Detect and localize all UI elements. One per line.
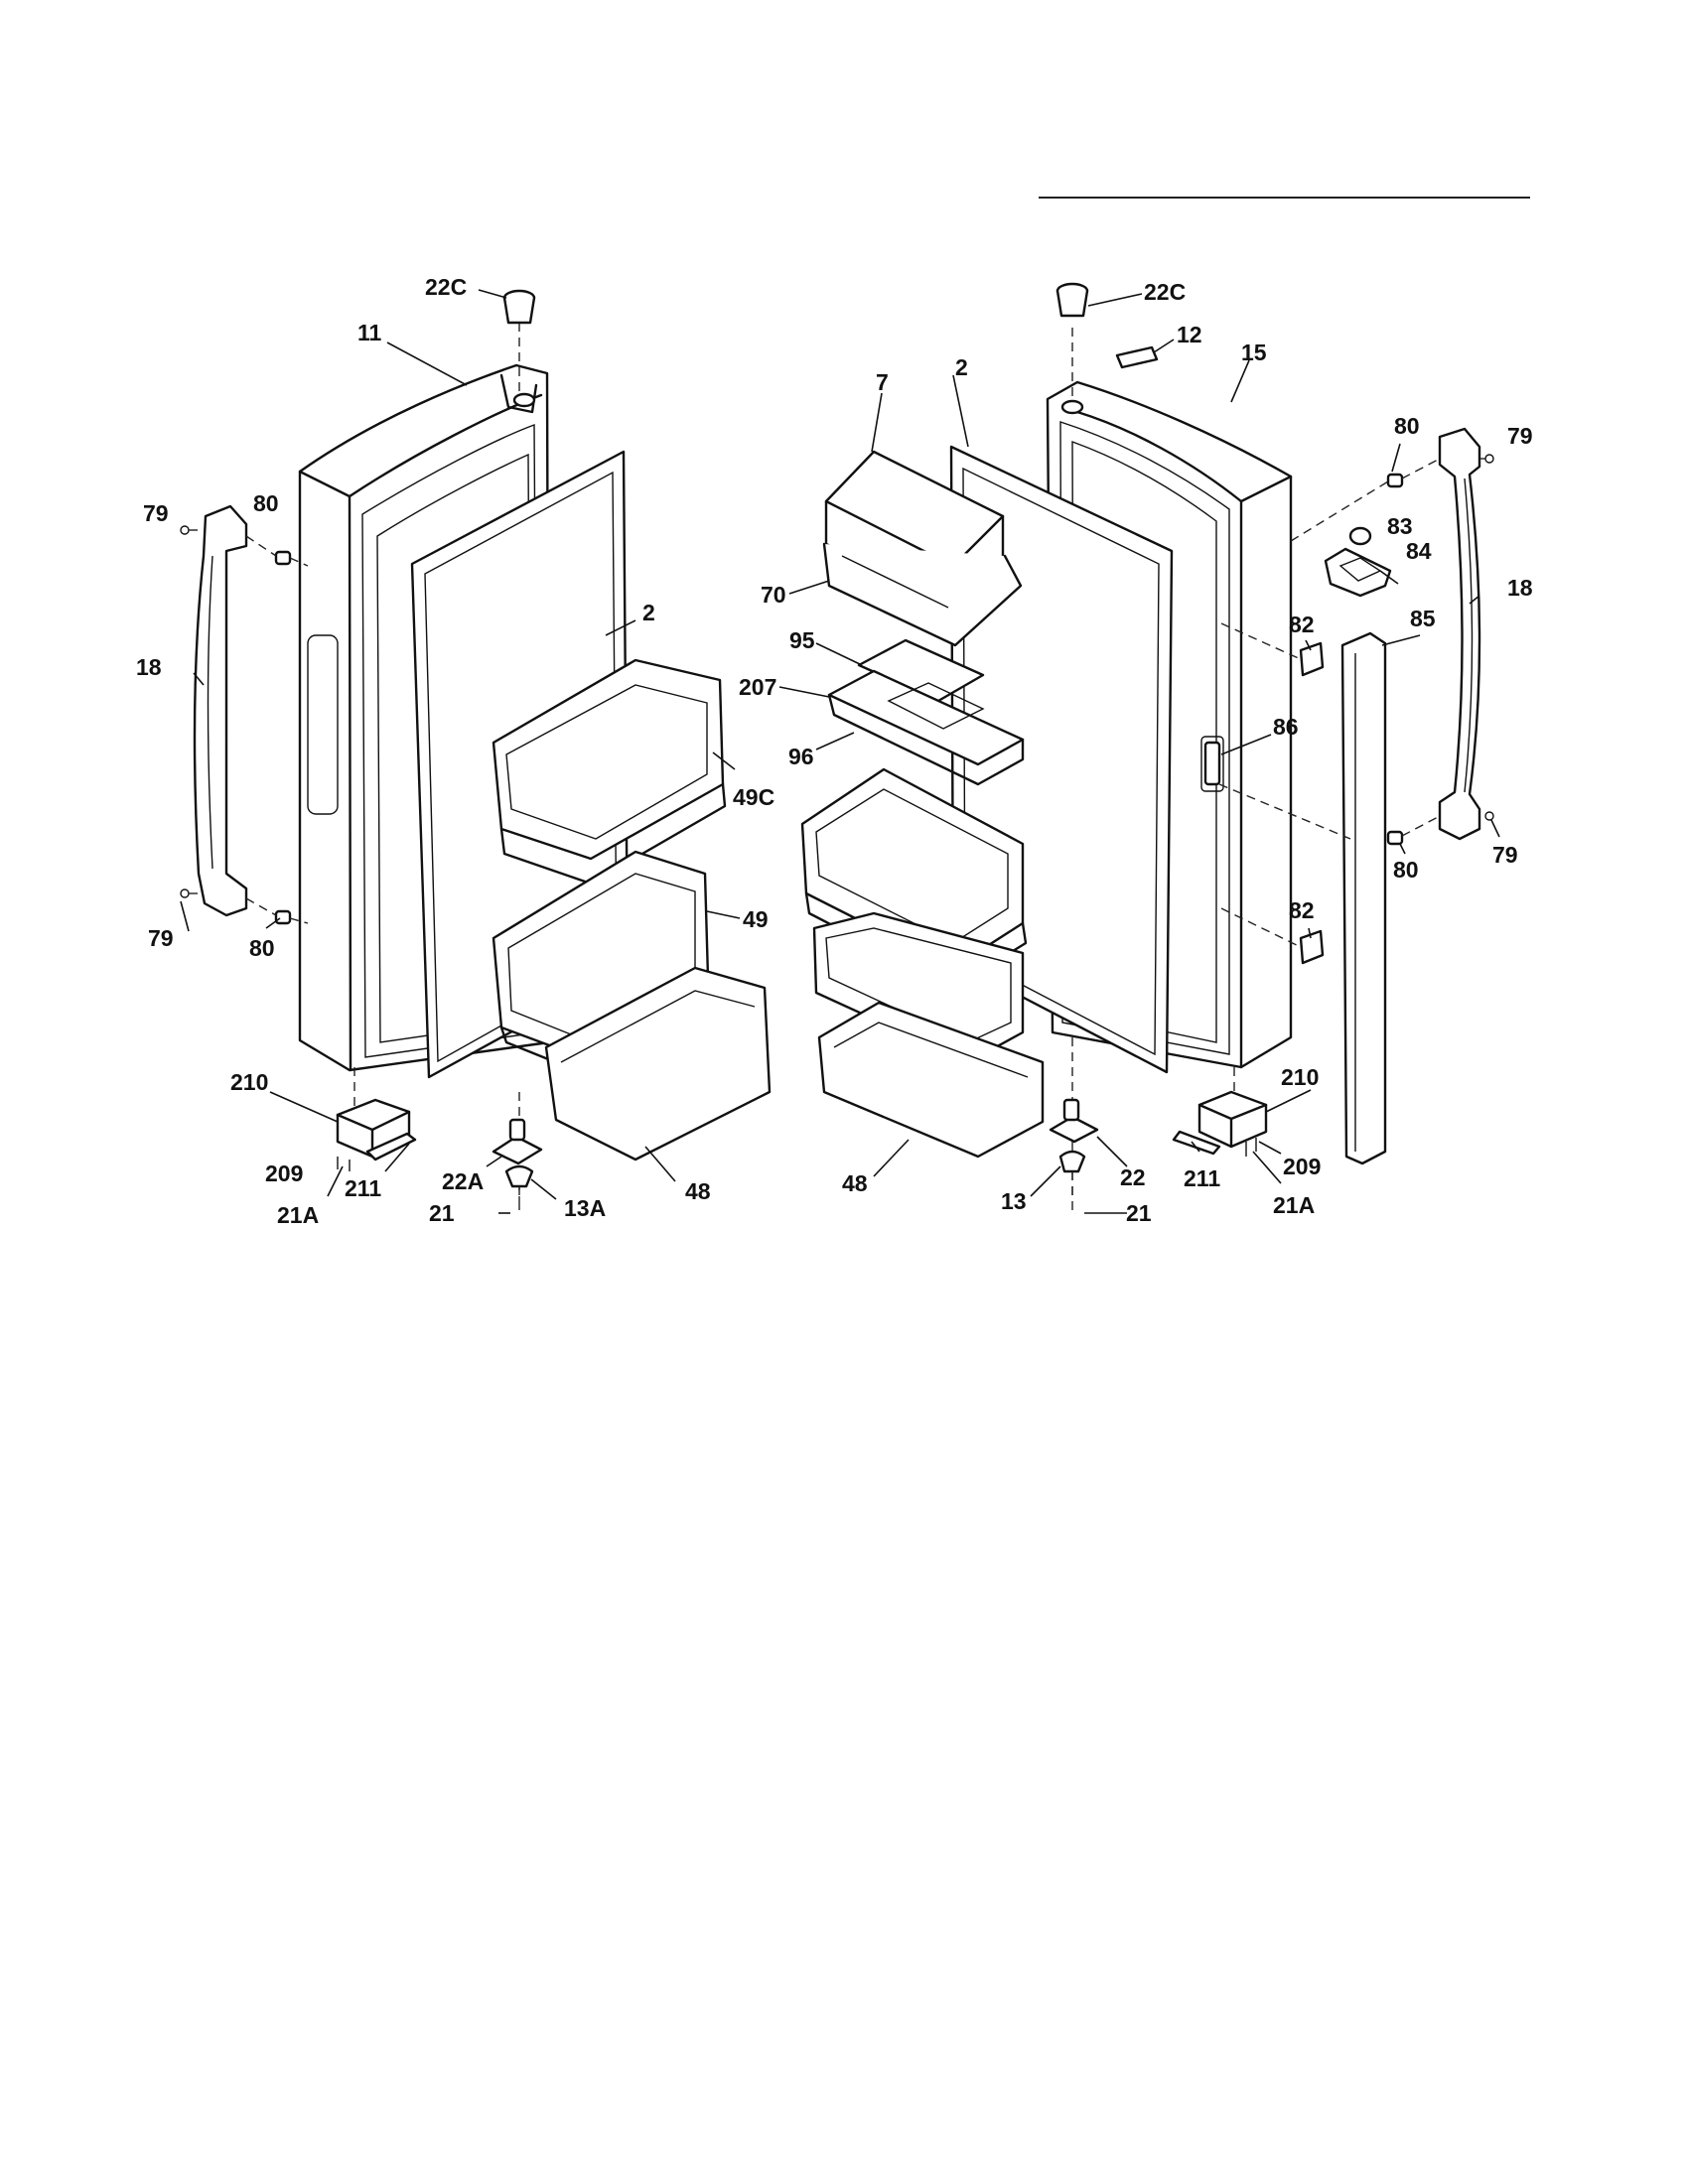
left-bottom-bracket — [336, 1098, 417, 1171]
callout-80-right-top: 80 — [1394, 413, 1420, 439]
left-door-stud-bottom — [245, 897, 309, 925]
callout-207: 207 — [739, 674, 776, 700]
callout-2-left: 2 — [642, 600, 655, 625]
callout-21-left: 21 — [429, 1200, 455, 1226]
right-handle-screw-bottom — [1484, 811, 1494, 821]
callout-15: 15 — [1241, 340, 1267, 365]
callout-211-right: 211 — [1184, 1165, 1220, 1191]
right-door-handle — [1438, 427, 1481, 841]
right-cap-plug — [1348, 526, 1372, 546]
callout-79-left-bottom: 79 — [148, 925, 174, 951]
callout-210-left: 210 — [230, 1069, 268, 1095]
callout-22C-left: 22C — [425, 274, 467, 300]
right-bottom-bracket — [1172, 1090, 1268, 1157]
left-hinge-pin-cap — [502, 289, 536, 325]
callout-79-right-top: 79 — [1507, 423, 1533, 449]
left-door-stud-top — [245, 535, 309, 567]
right-vertical-trim — [1340, 631, 1387, 1165]
left-handle-screw-top — [180, 525, 204, 535]
right-door-stud-bottom — [1386, 815, 1441, 846]
callout-86: 86 — [1273, 714, 1299, 740]
callout-49C: 49C — [733, 784, 774, 810]
callout-209-left: 209 — [265, 1160, 303, 1186]
left-door-bin-bottom — [544, 966, 772, 1161]
callout-18-right: 18 — [1507, 575, 1533, 601]
callout-48-left: 48 — [685, 1178, 711, 1204]
callout-21A-right: 21A — [1273, 1192, 1315, 1218]
right-shelf-grille — [827, 669, 1025, 786]
callout-48-right: 48 — [842, 1170, 868, 1196]
callout-210-right: 210 — [1281, 1064, 1319, 1090]
callout-79-left-top: 79 — [143, 500, 169, 526]
right-hinge-pin-cap — [1055, 282, 1089, 318]
right-door-stud-top — [1290, 458, 1441, 542]
callout-82-top: 82 — [1289, 612, 1315, 637]
right-switch-actuator — [1203, 741, 1351, 840]
right-top-trim-bracket — [1324, 547, 1392, 598]
right-handle-screw-top — [1479, 454, 1494, 464]
right-bottom-hinge — [1049, 1098, 1099, 1216]
left-door-handle — [193, 504, 248, 917]
callout-13: 13 — [1001, 1188, 1027, 1214]
callout-labels: 22C 11 79 80 18 2 49C 49 79 80 210 209 2… — [136, 274, 1533, 1228]
callout-209-right: 209 — [1283, 1154, 1321, 1179]
callout-80-left-bottom: 80 — [249, 935, 275, 961]
right-door-stop-top — [1220, 622, 1325, 677]
callout-80-left-top: 80 — [253, 490, 279, 516]
callout-18-left: 18 — [136, 654, 162, 680]
right-door-stop-bottom — [1220, 907, 1325, 965]
right-door-bin-bottom — [817, 1001, 1045, 1159]
callout-211-left: 211 — [345, 1175, 381, 1201]
callout-82-bottom: 82 — [1289, 897, 1315, 923]
leader-lines — [180, 289, 1500, 1214]
callout-84: 84 — [1406, 538, 1432, 564]
callout-12: 12 — [1177, 322, 1202, 347]
callout-49: 49 — [743, 906, 769, 932]
callout-22C-right: 22C — [1144, 279, 1186, 305]
left-handle-screw-bottom — [180, 888, 204, 898]
callout-95: 95 — [789, 627, 815, 653]
callout-11: 11 — [357, 320, 382, 345]
callout-80-right-bottom: 80 — [1393, 857, 1419, 883]
callout-79-right-bottom: 79 — [1492, 842, 1518, 868]
callout-22A: 22A — [442, 1168, 484, 1194]
right-door-label-badge — [1115, 345, 1159, 369]
callout-13A: 13A — [564, 1195, 606, 1221]
left-door-bin-upper — [492, 658, 727, 886]
callout-21-right: 21 — [1126, 1200, 1152, 1226]
callout-2-right: 2 — [955, 354, 968, 380]
callout-96: 96 — [788, 744, 814, 769]
callout-21A-left: 21A — [277, 1202, 319, 1228]
callout-70: 70 — [761, 582, 786, 608]
callout-83: 83 — [1387, 513, 1413, 539]
left-bottom-hinge — [492, 1118, 543, 1216]
callout-85: 85 — [1410, 606, 1436, 631]
right-door-bin-lower — [812, 911, 1025, 1064]
right-ice-compartment — [822, 450, 1023, 647]
callout-7: 7 — [876, 369, 889, 395]
callout-22: 22 — [1120, 1164, 1146, 1190]
